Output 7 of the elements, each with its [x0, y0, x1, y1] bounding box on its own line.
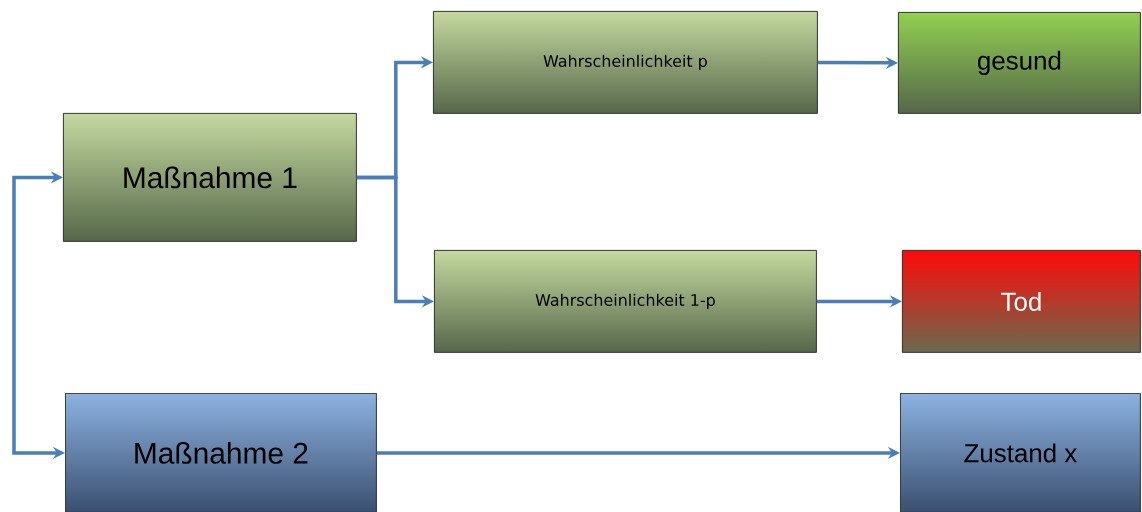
process-box: gesund	[898, 12, 1141, 114]
process-box: Wahrscheinlichkeit p	[433, 11, 818, 114]
process-box: Tod	[902, 250, 1141, 353]
process-box: Wahrscheinlichkeit 1-p	[434, 250, 817, 353]
process-box: Maßnahme 2	[65, 393, 377, 512]
process-box: Maßnahme 1	[63, 113, 357, 242]
process-box: Zustand x	[900, 393, 1141, 512]
